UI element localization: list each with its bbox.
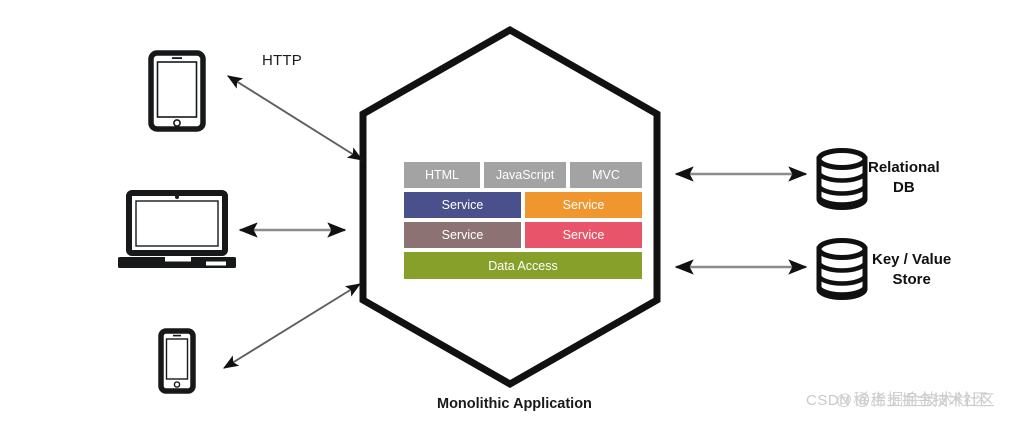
layer-row-services-lower: Service Service bbox=[404, 222, 642, 248]
watermark-overlay: @稀土掘金技术社区 bbox=[836, 392, 990, 409]
block-service-blue[interactable]: Service bbox=[404, 192, 521, 218]
layer-row-data-access: Data Access bbox=[404, 252, 642, 279]
database-cylinder-icon[interactable] bbox=[815, 148, 869, 210]
laptop-icon[interactable] bbox=[118, 190, 236, 270]
block-service-orange[interactable]: Service bbox=[525, 192, 642, 218]
block-mvc[interactable]: MVC bbox=[570, 162, 642, 188]
block-data-access[interactable]: Data Access bbox=[404, 252, 642, 279]
keyvalue-store-label-line1: Key / Value bbox=[872, 251, 952, 268]
page-title: Monolithic Application bbox=[437, 396, 592, 412]
block-html[interactable]: HTML bbox=[404, 162, 480, 188]
watermark-csdn: CSDN @稀土掘金技术社区 bbox=[806, 392, 995, 409]
smartphone-icon[interactable] bbox=[158, 328, 196, 394]
relational-db-label: Relational DB bbox=[868, 158, 940, 197]
database-cylinder-icon[interactable] bbox=[815, 238, 869, 300]
connector-tablet-to-app bbox=[227, 75, 363, 161]
tablet-icon[interactable] bbox=[148, 50, 206, 132]
block-service-mauve[interactable]: Service bbox=[404, 222, 521, 248]
monolith-layer-stack: HTML JavaScript MVC Service Service Serv… bbox=[404, 162, 642, 279]
block-javascript[interactable]: JavaScript bbox=[484, 162, 566, 188]
keyvalue-store-label: Key / Value Store bbox=[872, 250, 951, 289]
connector-phone-to-app bbox=[223, 283, 361, 369]
relational-db-label-line2: DB bbox=[893, 178, 915, 196]
block-service-pink[interactable]: Service bbox=[525, 222, 642, 248]
layer-row-services-upper: Service Service bbox=[404, 192, 642, 218]
relational-db-label-line1: Relational bbox=[868, 159, 940, 176]
http-label: HTTP bbox=[262, 52, 302, 69]
keyvalue-store-label-line2: Store bbox=[892, 270, 931, 288]
layer-row-presentation: HTML JavaScript MVC bbox=[404, 162, 642, 188]
